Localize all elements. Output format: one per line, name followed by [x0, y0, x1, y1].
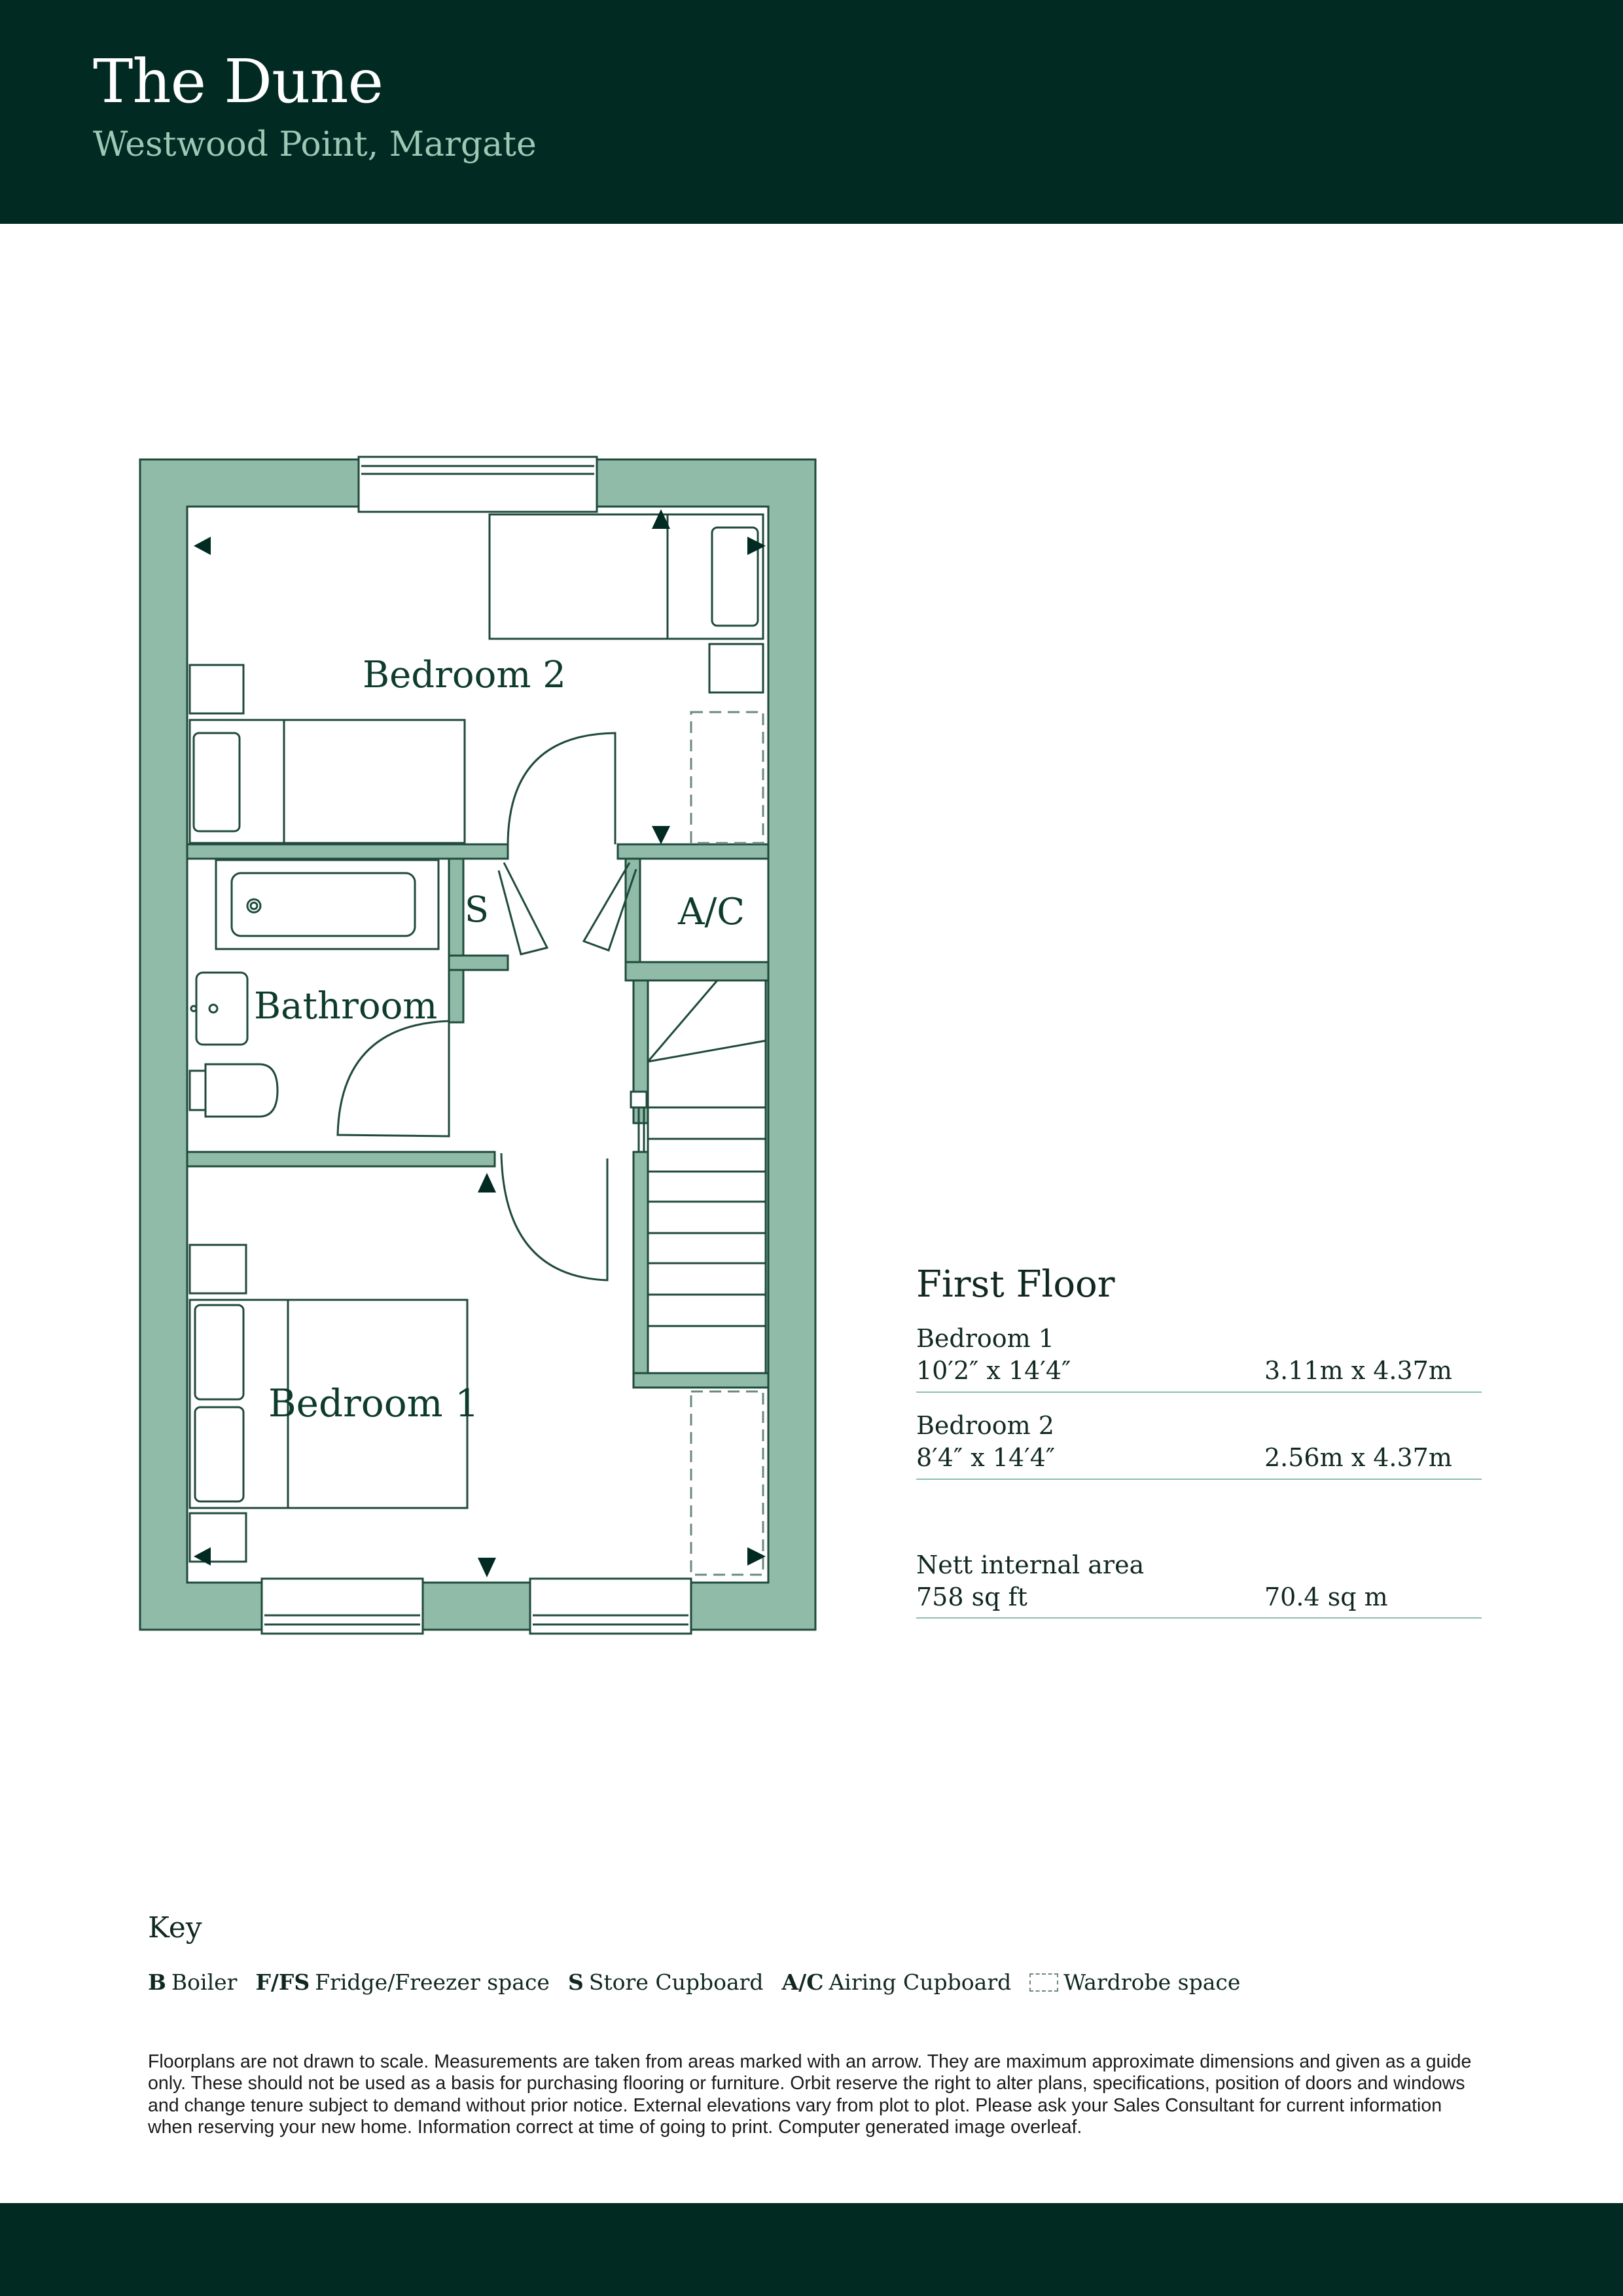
- footer-band: [0, 2203, 1623, 2296]
- toilet-cistern: [188, 1069, 207, 1111]
- imperial-dimensions: 10′2″ x 14′4″: [916, 1356, 1071, 1386]
- room-dimensions: 8′4″ x 14′4″ 2.56m x 4.37m: [916, 1442, 1482, 1474]
- wall-bed2-bath: [186, 843, 509, 860]
- header-band: The Dune Westwood Point, Margate: [0, 0, 1623, 224]
- room-label-store: S: [465, 889, 489, 930]
- floor-title: First Floor: [916, 1263, 1115, 1306]
- key-item-boiler: B Boiler: [148, 1969, 237, 1995]
- furniture: [188, 513, 764, 1563]
- key-code: B: [148, 1969, 166, 1995]
- area-table: First Floor Bedroom 1 10′2″ x 14′4″ 3.11…: [916, 1263, 1482, 1636]
- key-items: B Boiler F/FS Fridge/Freezer space S Sto…: [148, 1969, 1258, 1995]
- key-label: Boiler: [171, 1969, 238, 1995]
- door-bedroom1: [500, 1153, 609, 1282]
- basin: [195, 971, 249, 1046]
- key-label: Fridge/Freezer space: [315, 1969, 550, 1995]
- windows: [260, 456, 692, 1635]
- imperial-dimensions: 8′4″ x 14′4″: [916, 1443, 1056, 1473]
- nett-area-values: 758 sq ft 70.4 sq m: [916, 1581, 1482, 1613]
- wardrobe-bed2: [690, 711, 764, 844]
- nett-area-label: Nett internal area: [916, 1550, 1145, 1579]
- wall-ac-left: [624, 857, 641, 971]
- room-name: Bedroom 2: [916, 1410, 1054, 1440]
- wardrobes: [690, 711, 764, 1576]
- metric-dimensions: 2.56m x 4.37m: [1264, 1443, 1452, 1473]
- room-label-bedroom2: Bedroom 2: [363, 654, 566, 696]
- key-title: Key: [148, 1911, 202, 1945]
- toilet-bowl: [204, 1063, 279, 1118]
- room-row-bedroom2: Bedroom 2 8′4″ x 14′4″ 2.56m x 4.37m: [916, 1410, 1482, 1480]
- nett-area-imperial: 758 sq ft: [916, 1582, 1027, 1611]
- doors: [336, 732, 637, 1282]
- wall-s-bottom: [448, 954, 509, 971]
- room-dimensions: 10′2″ x 14′4″ 3.11m x 4.37m: [916, 1355, 1482, 1387]
- key-code: S: [567, 1969, 584, 1995]
- wall-stair-bottom: [632, 1372, 770, 1389]
- key-label: Airing Cupboard: [829, 1969, 1012, 1995]
- room-label-airing: A/C: [677, 891, 745, 933]
- key-item-fridge: F/FS Fridge/Freezer space: [255, 1969, 550, 1995]
- key-label: Wardrobe space: [1063, 1969, 1241, 1995]
- door-airing: [582, 862, 637, 952]
- key-item-airing: A/C Airing Cupboard: [782, 1969, 1012, 1995]
- wall-s-left: [448, 857, 465, 971]
- key-label: Store Cupboard: [588, 1969, 764, 1995]
- key-code: A/C: [781, 1969, 824, 1995]
- page-subtitle: Westwood Point, Margate: [93, 125, 537, 164]
- wall-bed2-ac: [616, 843, 770, 860]
- room-label-bedroom1: Bedroom 1: [268, 1381, 479, 1426]
- nett-area-metric: 70.4 sq m: [1264, 1582, 1388, 1611]
- metric-dimensions: 3.11m x 4.37m: [1264, 1356, 1452, 1386]
- bedside-table-3: [188, 1244, 247, 1295]
- page-title: The Dune: [93, 46, 383, 117]
- wall-bath-right: [448, 969, 465, 1024]
- bathroom-fittings: [188, 859, 440, 1118]
- wall-ac-bottom: [624, 961, 770, 982]
- interior-walls: [186, 843, 770, 1389]
- door-bedroom2: [507, 732, 616, 846]
- wardrobe-bed1: [690, 1390, 764, 1576]
- nett-area-row: Nett internal area 758 sq ft 70.4 sq m: [916, 1549, 1482, 1619]
- bedside-table: [708, 643, 764, 694]
- room-name: Bedroom 1: [916, 1324, 1054, 1353]
- room-label-bathroom: Bathroom: [254, 985, 437, 1028]
- stairs: [630, 979, 767, 1374]
- room-row-bedroom1: Bedroom 1 10′2″ x 14′4″ 3.11m x 4.37m: [916, 1323, 1482, 1393]
- wardrobe-swatch-icon: [1029, 1973, 1059, 1992]
- bedside-table-2: [188, 664, 245, 715]
- measurement-arrows: [194, 509, 766, 1577]
- wall-bath-bed1: [186, 1151, 496, 1168]
- door-store: [497, 862, 549, 956]
- key-item-wardrobe: Wardrobe space: [1029, 1969, 1240, 1995]
- key-section: Key B Boiler F/FS Fridge/Freezer space S…: [148, 1911, 1258, 1995]
- wall-stair-long: [632, 1151, 649, 1389]
- door-bathroom: [336, 1020, 450, 1138]
- key-item-store: S Store Cupboard: [568, 1969, 764, 1995]
- disclaimer: Floorplans are not drawn to scale. Measu…: [148, 2051, 1472, 2138]
- key-code: F/FS: [255, 1969, 310, 1995]
